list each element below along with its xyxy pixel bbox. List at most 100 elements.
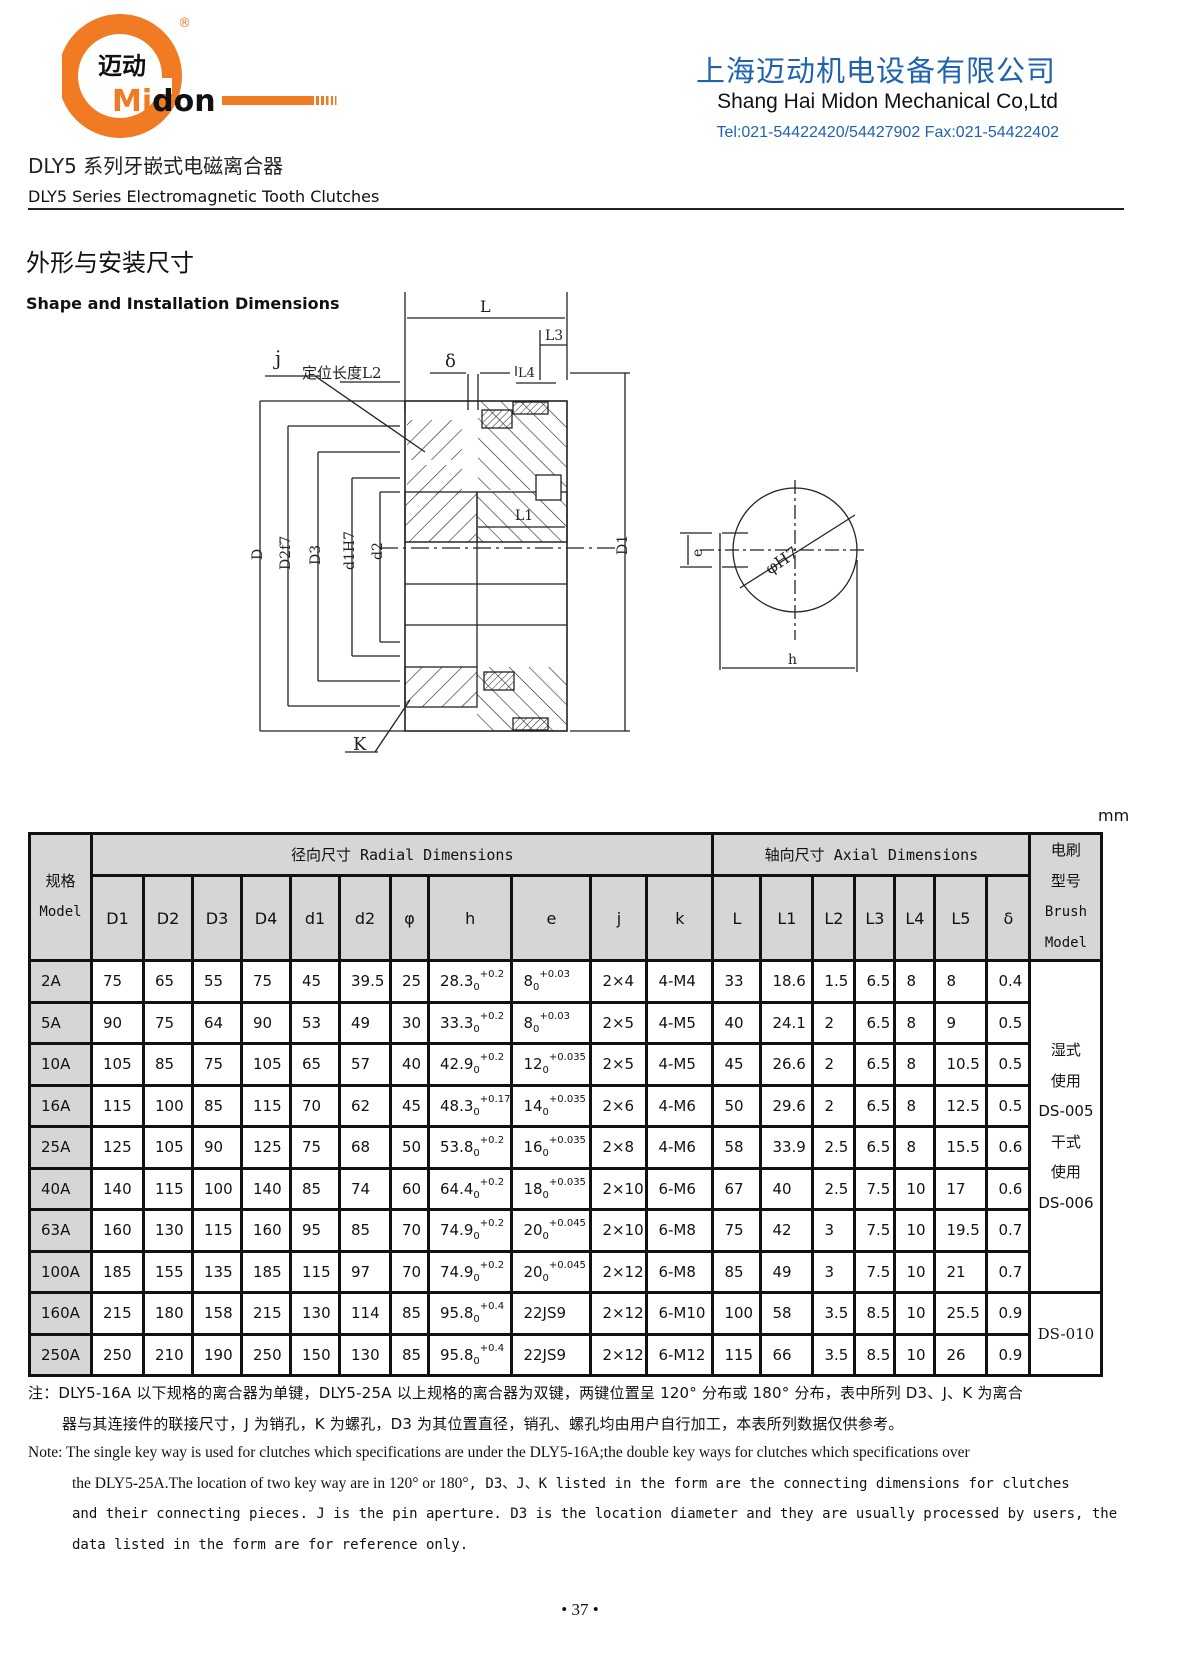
table-row: 40A 140 115 100 140 85 74 60 64.40+0.2 1… <box>28 1166 1102 1211</box>
cell-D4: 250 <box>240 1332 292 1377</box>
cell-k: 4-M6 <box>645 1125 715 1170</box>
cell-k: 6-M8 <box>645 1208 715 1253</box>
company-name-cn: 上海迈动机电设备有限公司 <box>695 54 1056 88</box>
table-row: 100A 185 155 135 185 115 97 70 74.90+0.2… <box>28 1249 1102 1294</box>
cell-L: 50 <box>711 1083 763 1128</box>
header-axial-dimensions: 轴向尺寸 Axial Dimensions <box>711 831 1032 878</box>
svg-text:L3: L3 <box>545 328 563 344</box>
col-L2: L2 <box>811 874 857 962</box>
cell-j: 2×5 <box>589 1042 649 1087</box>
cell-e: 22JS9 <box>510 1332 593 1377</box>
cell-j: 2×12 <box>589 1291 649 1336</box>
cell-h: 74.90+0.2 <box>426 1249 514 1294</box>
series-title-cn: DLY5 系列牙嵌式电磁离合器 <box>28 154 284 178</box>
table-row: 25A 125 105 90 125 75 68 50 53.80+0.2 16… <box>28 1125 1102 1170</box>
cell-D4: 75 <box>240 959 292 1004</box>
section-title-en: Shape and Installation Dimensions <box>26 294 340 313</box>
cell-phi: 70 <box>389 1249 430 1294</box>
table-row: 16A 115 100 85 115 70 62 45 48.30+0.17 1… <box>28 1083 1102 1128</box>
cell-delta: 0.5 <box>985 1083 1032 1128</box>
cell-d1: 75 <box>289 1125 341 1170</box>
svg-text:L4: L4 <box>518 366 535 381</box>
cell-delta: 0.5 <box>985 1000 1032 1045</box>
table-row: 250A 250 210 190 250 150 130 85 95.80+0.… <box>28 1332 1102 1377</box>
header-divider <box>28 208 1124 210</box>
page-number: • 37 • <box>561 1600 599 1619</box>
cell-d1: 95 <box>289 1208 341 1253</box>
cell-k: 4-M5 <box>645 1000 715 1045</box>
cell-D1: 105 <box>90 1042 145 1087</box>
cell-L2: 2.5 <box>811 1166 857 1211</box>
cell-D1: 215 <box>90 1291 145 1336</box>
cell-D3: 158 <box>191 1291 243 1336</box>
col-k: k <box>645 874 715 962</box>
cell-d2: 49 <box>338 1000 392 1045</box>
cell-L: 85 <box>711 1249 763 1294</box>
cell-D4: 90 <box>240 1000 292 1045</box>
cell-D3: 90 <box>191 1125 243 1170</box>
dimensions-table: 规格 Model 径向尺寸 Radial Dimensions 轴向尺寸 Axi… <box>28 831 1104 1377</box>
cell-L4: 8 <box>893 959 937 1004</box>
cell-L3: 6.5 <box>853 1083 897 1128</box>
svg-text:δ: δ <box>445 351 456 372</box>
col-D1: D1 <box>90 874 145 962</box>
cell-L1: 42 <box>759 1208 815 1253</box>
header-brush-model: 电刷 型号 Brush Model <box>1028 832 1104 962</box>
cell-L1: 24.1 <box>759 1000 815 1045</box>
svg-text:定位长度L2: 定位长度L2 <box>302 364 382 382</box>
col-L3: L3 <box>853 874 897 962</box>
cell-h: 48.30+0.17 <box>426 1083 514 1128</box>
cell-L: 75 <box>711 1208 763 1253</box>
cell-k: 6-M8 <box>645 1249 715 1294</box>
col-D3: D3 <box>191 874 243 962</box>
cell-h: 95.80+0.4 <box>426 1291 514 1336</box>
cell-delta: 0.5 <box>985 1042 1032 1087</box>
cell-e: 200+0.045 <box>510 1249 593 1294</box>
company-name-en: Shang Hai Midon Mechanical Co,Ltd <box>717 90 1058 113</box>
col-D4: D4 <box>240 874 292 962</box>
cell-D1: 125 <box>90 1125 145 1170</box>
cell-L5: 17 <box>933 1166 989 1211</box>
cell-L3: 7.5 <box>853 1208 897 1253</box>
cell-D3: 115 <box>191 1208 243 1253</box>
svg-text:e: e <box>690 549 706 557</box>
cell-j: 2×8 <box>589 1125 649 1170</box>
col-h: h <box>426 874 514 962</box>
col-L5: L5 <box>933 874 989 962</box>
cell-D2: 100 <box>142 1083 194 1128</box>
cell-model: 10A <box>28 1042 93 1087</box>
cell-e: 200+0.045 <box>510 1208 593 1253</box>
svg-text:K: K <box>353 734 367 755</box>
cell-j: 2×4 <box>589 959 649 1004</box>
cell-j: 2×12 <box>589 1332 649 1377</box>
cell-d2: 39.5 <box>338 959 392 1004</box>
cell-phi: 40 <box>389 1042 430 1087</box>
col-D2: D2 <box>142 874 194 962</box>
cell-D2: 180 <box>142 1291 194 1336</box>
header-radial-dimensions: 径向尺寸 Radial Dimensions <box>89 831 715 878</box>
cell-L4: 10 <box>893 1291 937 1336</box>
cell-delta: 0.7 <box>985 1249 1032 1294</box>
cell-L2: 2 <box>811 1042 857 1087</box>
svg-text:®: ® <box>178 16 191 31</box>
cell-model: 16A <box>28 1083 93 1128</box>
cell-D1: 140 <box>90 1166 145 1211</box>
cell-model: 25A <box>28 1125 93 1170</box>
cell-d2: 114 <box>338 1291 392 1336</box>
cell-e: 160+0.035 <box>510 1125 593 1170</box>
cell-D1: 90 <box>90 1000 145 1045</box>
cell-L4: 10 <box>893 1249 937 1294</box>
cell-L1: 29.6 <box>759 1083 815 1128</box>
cell-D2: 210 <box>142 1332 194 1377</box>
note-english: Note: The single key way is used for clu… <box>28 1444 1118 1553</box>
cell-D1: 250 <box>90 1332 145 1377</box>
cell-L2: 2 <box>811 1000 857 1045</box>
cell-L3: 6.5 <box>853 1042 897 1087</box>
cell-L2: 3 <box>811 1208 857 1253</box>
cell-phi: 85 <box>389 1332 430 1377</box>
cell-D4: 105 <box>240 1042 292 1087</box>
brush-model-ds005-ds006: 湿式 使用 DS-005 干式 使用 DS-006 <box>1028 959 1104 1294</box>
cell-j: 2×10 <box>589 1208 649 1253</box>
cell-h: 53.80+0.2 <box>426 1125 514 1170</box>
cell-delta: 0.4 <box>985 959 1032 1004</box>
